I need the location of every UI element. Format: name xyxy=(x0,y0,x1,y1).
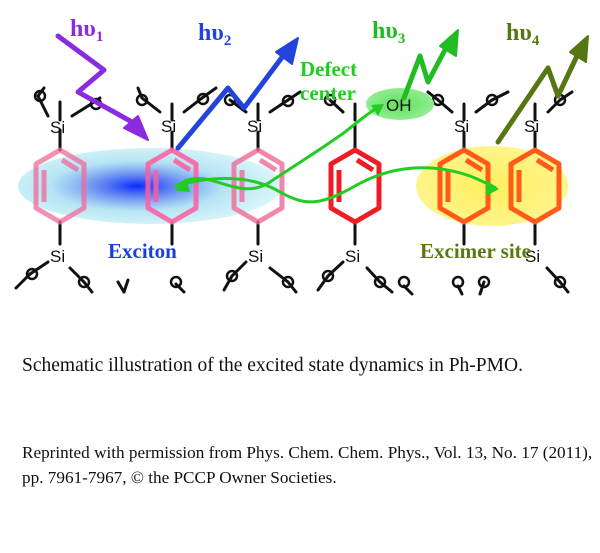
figure-credit: Reprinted with permission from Phys. Che… xyxy=(22,443,593,487)
svg-text:Si: Si xyxy=(345,247,360,266)
phenylene-ring-5 xyxy=(437,147,491,225)
svg-text:Si: Si xyxy=(525,247,540,266)
svg-text:Si: Si xyxy=(247,117,262,136)
hv3-label: hυ3 xyxy=(372,18,405,47)
hv4-label: hυ4 xyxy=(506,20,540,49)
hv4-emission-arrow xyxy=(495,35,589,145)
hv1-absorption-arrow xyxy=(55,33,149,141)
path-to-defect xyxy=(173,104,381,191)
upper-si-labels: Si Si Si Si Si xyxy=(50,117,539,137)
svg-text:Si: Si xyxy=(50,247,65,266)
figure-caption: Schematic illustration of the excited st… xyxy=(22,355,523,376)
ph-pmo-schematic: Si Si Si Si Si xyxy=(14,16,589,296)
phenylene-ring-2 xyxy=(145,147,199,225)
hv3-emission-arrow xyxy=(401,29,459,101)
defect-center-label-line2: center xyxy=(300,81,356,105)
svg-text:Si: Si xyxy=(161,117,176,136)
lower-oxygen-labels xyxy=(25,267,567,289)
hv2-label: hυ2 xyxy=(198,20,231,49)
lower-siloxane-framework xyxy=(14,220,570,296)
exciton-label: Exciton xyxy=(108,239,177,263)
phenylene-ring-6 xyxy=(508,147,562,225)
phenylene-ring-4 xyxy=(328,147,382,225)
path-to-excimer xyxy=(174,166,497,204)
defect-center-glow xyxy=(366,88,434,120)
svg-text:Si: Si xyxy=(454,117,469,136)
hv1-label: hυ1 xyxy=(70,16,103,45)
phenylene-ring-1 xyxy=(33,147,87,225)
upper-oxygen-labels xyxy=(33,89,567,111)
lower-si-labels: Si Si Si Si xyxy=(50,247,540,266)
energy-migration-paths xyxy=(173,104,499,204)
phenylene-rings xyxy=(33,147,562,225)
svg-text:Si: Si xyxy=(50,118,65,137)
phenylene-ring-3 xyxy=(231,147,285,225)
excimer-site-label: Excimer site xyxy=(420,239,531,263)
svg-text:Si: Si xyxy=(524,117,539,136)
svg-text:Si: Si xyxy=(248,247,263,266)
hv2-emission-arrow xyxy=(175,37,299,151)
oh-label: OH xyxy=(386,96,412,115)
defect-center-label-line1: Defect xyxy=(300,57,357,81)
